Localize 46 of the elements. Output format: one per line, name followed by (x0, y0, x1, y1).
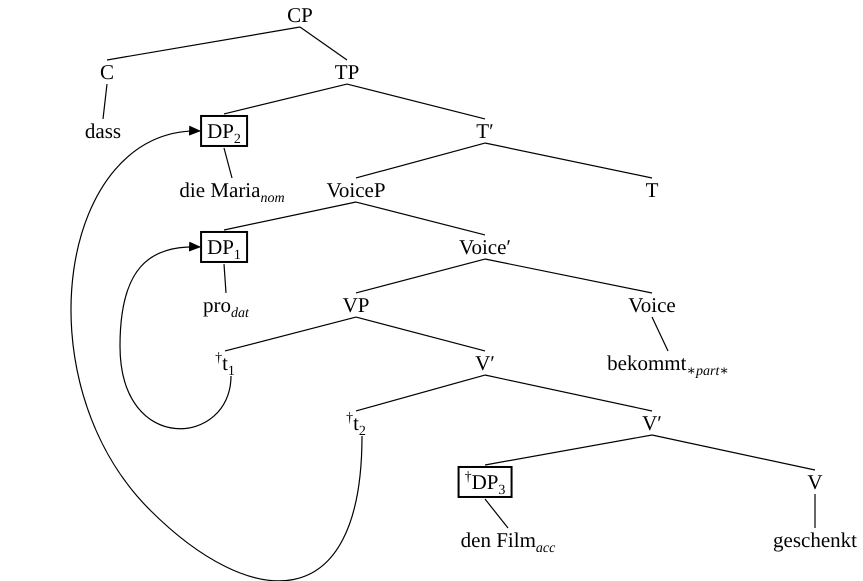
tree-branch (224, 201, 356, 231)
boxed-tree-node: DP$_{2}$ (200, 114, 248, 148)
tree-branch (300, 26, 348, 60)
tree-branch (484, 498, 508, 528)
boxed-tree-node: DP$_{1}$ (200, 230, 248, 264)
tree-branch (814, 494, 816, 528)
tree-label: geschenkt (773, 528, 857, 552)
movement-arrow (119, 242, 232, 429)
tree-label: pro$_{dat}$ (203, 294, 249, 316)
tree-branch (356, 374, 486, 412)
tree-label: dass (84, 120, 122, 142)
tree-branch (356, 316, 486, 352)
tree-label: V′ (642, 412, 662, 434)
tree-branch (223, 148, 233, 178)
tree-label: C (100, 60, 114, 84)
tree-branch (484, 374, 652, 412)
tree-label: VoiceP (326, 178, 386, 202)
tree-branch (224, 83, 348, 115)
tree-label: $^{†}$t$_{2}$ (346, 412, 366, 434)
tree-label: VP (342, 294, 370, 316)
tree-branch (106, 26, 300, 61)
tree-label: T′ (476, 120, 494, 142)
boxed-tree-node: $^{†}$DP$_{3}$ (458, 466, 512, 498)
tree-branch (651, 316, 669, 352)
tree-label: CP (287, 4, 313, 26)
tree-branch (356, 201, 486, 236)
movement-arrow (70, 127, 363, 581)
tree-branch (102, 84, 108, 120)
tree-branch (484, 434, 652, 466)
tree-branch (652, 434, 816, 471)
tree-label: Voice (628, 294, 676, 316)
tree-label: V (807, 470, 823, 494)
tree-branch (484, 142, 652, 179)
tree-label: die Maria$_{nom}$ (179, 178, 285, 202)
tree-branch (356, 258, 486, 294)
tree-branch (224, 316, 356, 352)
tree-label: den Film$_{acc}$ (460, 528, 556, 552)
tree-branch (356, 142, 486, 179)
tree-branch (346, 83, 486, 120)
tree-label: Voice′ (458, 236, 512, 258)
tree-branch (223, 264, 227, 294)
tree-label: V′ (475, 352, 495, 374)
tree-label: TP (334, 60, 360, 84)
tree-label: T (646, 178, 658, 202)
tree-branch (484, 258, 652, 294)
tree-label: $^{†}$t$_{1}$ (215, 352, 235, 374)
